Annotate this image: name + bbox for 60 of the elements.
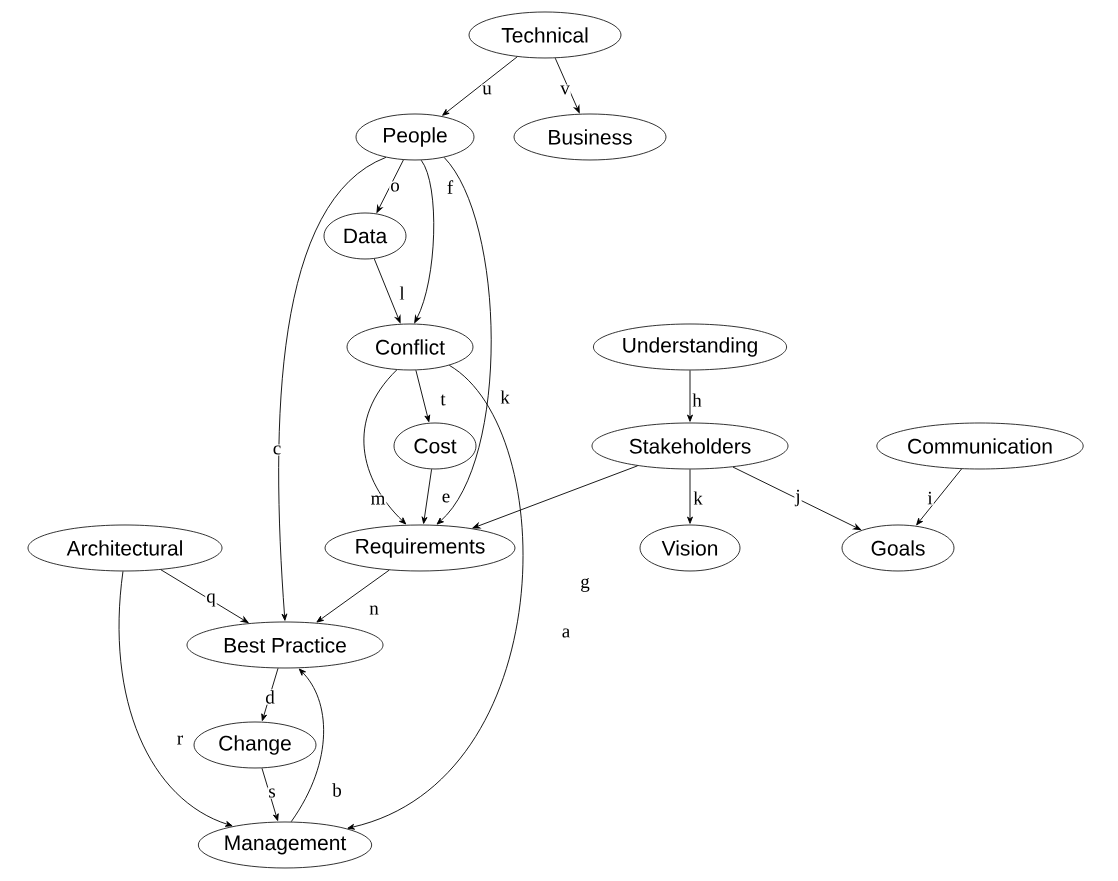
edge-label: k	[692, 490, 704, 506]
ellipse-node: People	[355, 113, 475, 161]
edge-label: e	[440, 492, 452, 504]
arrow	[916, 468, 962, 526]
ellipse-node: Conflict	[346, 323, 474, 371]
ellipse-node: Understanding	[593, 323, 787, 371]
edge-label: g	[579, 577, 591, 593]
arrow	[421, 468, 433, 524]
edge-label: l	[398, 285, 406, 301]
edge-label: i	[926, 490, 934, 506]
ellipse-node: Best Practice	[186, 621, 384, 669]
ellipse-node: Management	[197, 821, 373, 869]
edge-label: s	[267, 787, 277, 799]
arrow	[347, 364, 524, 830]
arrow	[278, 156, 387, 621]
arrow	[554, 57, 580, 114]
ellipse-node: Goals	[841, 524, 955, 572]
edge-label: q	[205, 592, 217, 608]
arrow	[290, 668, 325, 823]
edge-label: c	[271, 444, 283, 456]
arrow	[160, 569, 249, 624]
edge-label: n	[368, 604, 380, 616]
arrow	[687, 369, 693, 422]
edge-label: t	[439, 393, 447, 407]
edge-label: v	[559, 84, 571, 96]
ellipse-node: Stakeholders	[591, 422, 789, 470]
arrow	[472, 465, 639, 529]
edge-label: k	[499, 389, 511, 405]
ellipse-node: Cost	[393, 422, 477, 470]
edge-label: b	[331, 782, 343, 798]
arrow	[316, 569, 390, 623]
arrow	[687, 468, 693, 524]
ellipse-node: Change	[193, 721, 317, 769]
arrow	[376, 159, 404, 213]
arrow	[436, 156, 492, 525]
arrow	[261, 667, 279, 721]
ellipse-node: Architectural	[27, 524, 223, 572]
ellipse-node: Technical	[468, 11, 622, 59]
arrow	[373, 258, 401, 324]
ellipse-node: Data	[323, 212, 407, 260]
arrow	[442, 56, 518, 116]
edge-label: j	[794, 488, 802, 508]
arrow	[732, 466, 861, 531]
arrow	[415, 369, 431, 423]
ellipse-node: Vision	[639, 524, 741, 572]
arrow	[414, 159, 435, 323]
edge-label: u	[481, 84, 493, 96]
edge-label: f	[445, 179, 455, 195]
edge-label: d	[264, 689, 276, 705]
ellipse-node: Business	[513, 113, 667, 161]
ellipse-node: Requirements	[324, 524, 516, 572]
arrow	[261, 767, 279, 821]
ellipse-node: Communication	[876, 422, 1084, 470]
edge-label: a	[560, 627, 572, 639]
arrow	[363, 369, 407, 525]
edge-label: o	[389, 181, 401, 193]
edge-label: h	[691, 392, 703, 408]
arrow	[118, 570, 233, 827]
edge-label: r	[175, 734, 185, 746]
edge-label: m	[369, 494, 387, 506]
